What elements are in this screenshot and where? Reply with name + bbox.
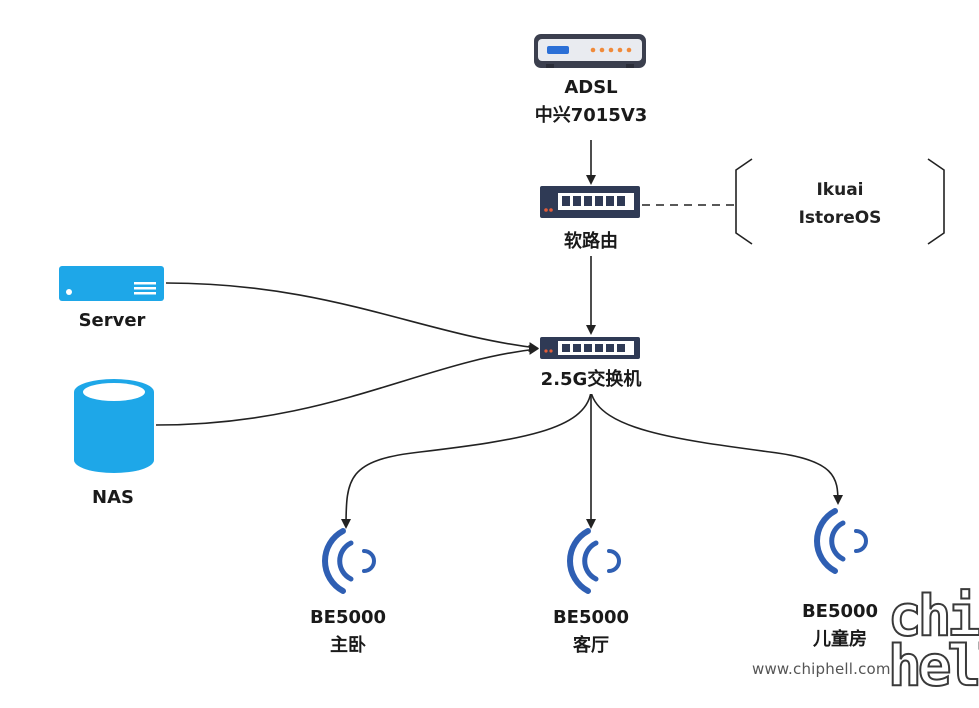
watermark-logo: chip hell [887, 584, 979, 699]
ap-master-model: BE5000 [309, 607, 387, 628]
os-note-line2: IstoreOS [798, 208, 882, 228]
ap-living-label: BE5000 客厅 [553, 604, 629, 660]
ap-kids-model: BE5000 [801, 601, 879, 622]
ap-kids-label: BE5000 儿童房 [802, 598, 878, 654]
modem-label: ADSL 中兴7015V3 [535, 74, 648, 130]
ap-living-room: 客厅 [573, 635, 609, 656]
wifi-icon [567, 528, 621, 594]
nas-label: NAS [92, 487, 134, 508]
modem-label-line1: ADSL [564, 77, 618, 98]
os-note-line1: Ikuai [816, 180, 864, 200]
soft-router-label: 软路由 [562, 228, 620, 256]
server-icon [59, 266, 164, 301]
ap-kids-room: 儿童房 [813, 629, 867, 650]
wifi-icon [814, 508, 868, 574]
note-brackets [735, 158, 945, 245]
link-switch-ap-kids [590, 391, 843, 505]
ap-master-room: 主卧 [330, 635, 366, 656]
wifi-icon [322, 528, 376, 594]
switch-icon [540, 337, 640, 359]
modem-label-line2: 中兴7015V3 [534, 105, 648, 126]
link-server-switch [165, 282, 539, 353]
switch-icon [540, 186, 640, 218]
switch-label: 2.5G交换机 [538, 366, 644, 394]
os-note: Ikuai IstoreOS [799, 176, 882, 232]
link-switch-ap-master [341, 391, 592, 529]
watermark-url: www.chiphell.com [752, 660, 891, 678]
server-label: Server [78, 310, 146, 331]
router-icon [534, 34, 646, 68]
ap-living-model: BE5000 [552, 607, 630, 628]
ap-master-label: BE5000 主卧 [310, 604, 386, 660]
database-icon [74, 379, 154, 473]
link-nas-switch [155, 344, 539, 426]
